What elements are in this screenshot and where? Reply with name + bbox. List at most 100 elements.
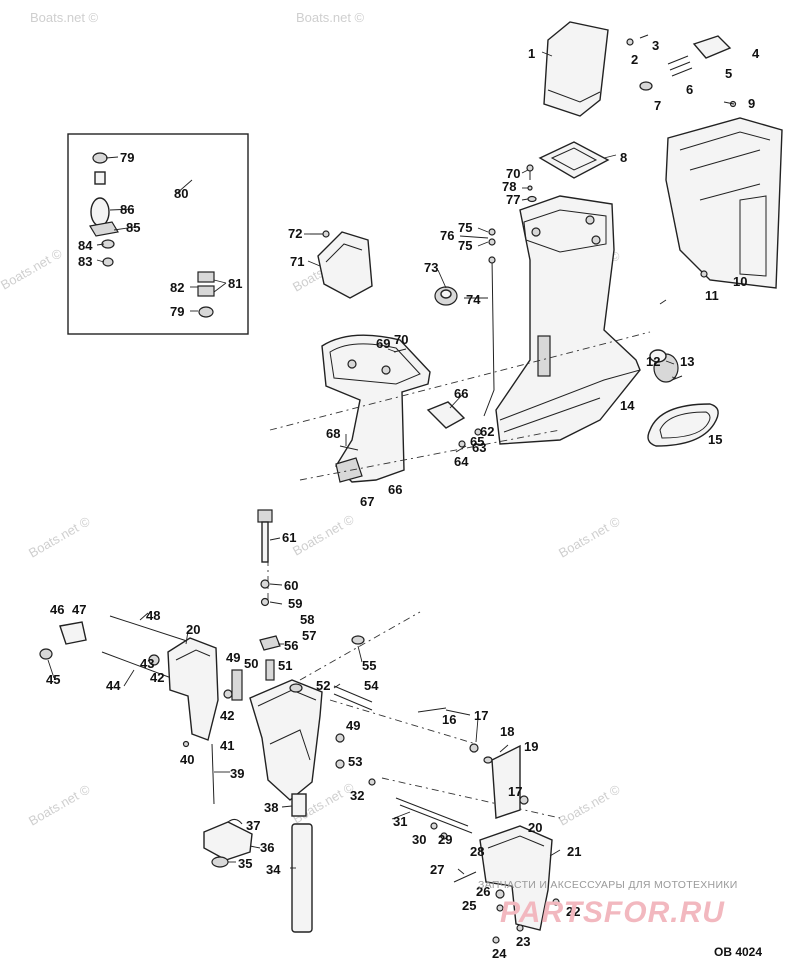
callout-66: 66 xyxy=(454,386,468,401)
callout-84: 84 xyxy=(78,238,93,253)
callout-labels: 1 2 3 4 5 6 7 8 9 10 11 12 13 14 15 16 1… xyxy=(46,38,760,961)
callout-49: 49 xyxy=(226,650,240,665)
drawing-code: OB 4024 xyxy=(714,945,762,959)
callout-15: 15 xyxy=(708,432,722,447)
callout-57: 57 xyxy=(302,628,316,643)
callout-13: 13 xyxy=(680,354,694,369)
callout-4: 4 xyxy=(752,46,760,61)
callout-64: 64 xyxy=(454,454,469,469)
callout-27: 27 xyxy=(430,862,444,877)
callout-82: 82 xyxy=(170,280,184,295)
callout-61: 61 xyxy=(282,530,296,545)
callout-49: 49 xyxy=(346,718,360,733)
callout-63: 63 xyxy=(472,440,486,455)
callout-12: 12 xyxy=(646,354,660,369)
watermark: Boats.net © xyxy=(30,10,99,25)
callout-74: 74 xyxy=(466,292,481,307)
brand-overlay: ЗАПЧАСТИ И АКСЕССУАРЫ ДЛЯ МОТОТЕХНИКИ PA… xyxy=(478,879,737,929)
steering-handle-inset xyxy=(67,133,249,335)
callout-34: 34 xyxy=(266,862,281,877)
callout-58: 58 xyxy=(300,612,314,627)
callout-26: 26 xyxy=(476,884,490,899)
callout-75: 75 xyxy=(458,238,472,253)
callout-79: 79 xyxy=(120,150,134,165)
callout-65: 65 xyxy=(470,434,484,449)
callout-41: 41 xyxy=(220,738,234,753)
callout-19: 19 xyxy=(524,739,538,754)
callout-70: 70 xyxy=(394,332,408,347)
callout-23: 23 xyxy=(516,934,530,949)
callout-18: 18 xyxy=(500,724,514,739)
callout-56: 56 xyxy=(284,638,298,653)
callout-67: 67 xyxy=(360,494,374,509)
callout-42: 42 xyxy=(220,708,234,723)
callout-31: 31 xyxy=(393,814,407,829)
callout-51: 51 xyxy=(278,658,292,673)
watermark: Boats.net © xyxy=(556,513,623,560)
callout-2: 2 xyxy=(631,52,638,67)
callout-43: 43 xyxy=(140,656,154,671)
callout-17: 17 xyxy=(474,708,488,723)
callout-66: 66 xyxy=(388,482,402,497)
callout-36: 36 xyxy=(260,840,274,855)
callout-60: 60 xyxy=(284,578,298,593)
callout-25: 25 xyxy=(462,898,476,913)
callout-21: 21 xyxy=(567,844,581,859)
callout-53: 53 xyxy=(348,754,362,769)
leader-lines xyxy=(47,51,735,875)
clamp-bracket-assembly xyxy=(39,509,560,944)
callout-35: 35 xyxy=(238,856,252,871)
callout-42: 42 xyxy=(150,670,164,685)
callout-73: 73 xyxy=(424,260,438,275)
driveshaft-housing xyxy=(426,164,641,453)
callout-83: 83 xyxy=(78,254,92,269)
callout-52: 52 xyxy=(316,678,330,693)
callout-47: 47 xyxy=(72,602,86,617)
callout-69: 69 xyxy=(376,336,390,351)
callout-5: 5 xyxy=(725,66,732,81)
callout-77: 77 xyxy=(506,192,520,207)
callout-80: 80 xyxy=(174,186,188,201)
callout-29: 29 xyxy=(438,832,452,847)
callout-85: 85 xyxy=(126,220,140,235)
callout-71: 71 xyxy=(290,254,304,269)
callout-1: 1 xyxy=(528,46,535,61)
callout-75: 75 xyxy=(458,220,472,235)
callout-86: 86 xyxy=(120,202,134,217)
callout-79: 79 xyxy=(170,304,184,319)
callout-54: 54 xyxy=(364,678,379,693)
callout-76: 76 xyxy=(440,228,454,243)
adapter-plate xyxy=(310,230,458,483)
watermark: Boats.net © xyxy=(26,781,93,828)
callout-7: 7 xyxy=(654,98,661,113)
upper-parts xyxy=(538,21,783,447)
callout-59: 59 xyxy=(288,596,302,611)
callout-22: 22 xyxy=(566,904,580,919)
watermark: Boats.net © xyxy=(0,245,65,292)
callout-81: 81 xyxy=(228,276,242,291)
callout-11: 11 xyxy=(705,288,719,303)
callout-48: 48 xyxy=(146,608,160,623)
callout-50: 50 xyxy=(244,656,258,671)
callout-78: 78 xyxy=(502,179,516,194)
callout-39: 39 xyxy=(230,766,244,781)
callout-6: 6 xyxy=(686,82,693,97)
callout-44: 44 xyxy=(106,678,121,693)
callout-38: 38 xyxy=(264,800,278,815)
callout-28: 28 xyxy=(470,844,484,859)
callout-17: 17 xyxy=(508,784,522,799)
watermark: Boats.net © xyxy=(290,511,357,558)
brand-logo: PARTSFOR.RU xyxy=(500,896,725,929)
callout-10: 10 xyxy=(733,274,747,289)
callout-62: 62 xyxy=(480,424,494,439)
callout-16: 16 xyxy=(442,712,456,727)
watermark: Boats.net © xyxy=(26,513,93,560)
callout-32: 32 xyxy=(350,788,364,803)
callout-55: 55 xyxy=(362,658,376,673)
callout-72: 72 xyxy=(288,226,302,241)
callout-8: 8 xyxy=(620,150,627,165)
callout-40: 40 xyxy=(180,752,194,767)
callout-68: 68 xyxy=(326,426,340,441)
callout-45: 45 xyxy=(46,672,60,687)
